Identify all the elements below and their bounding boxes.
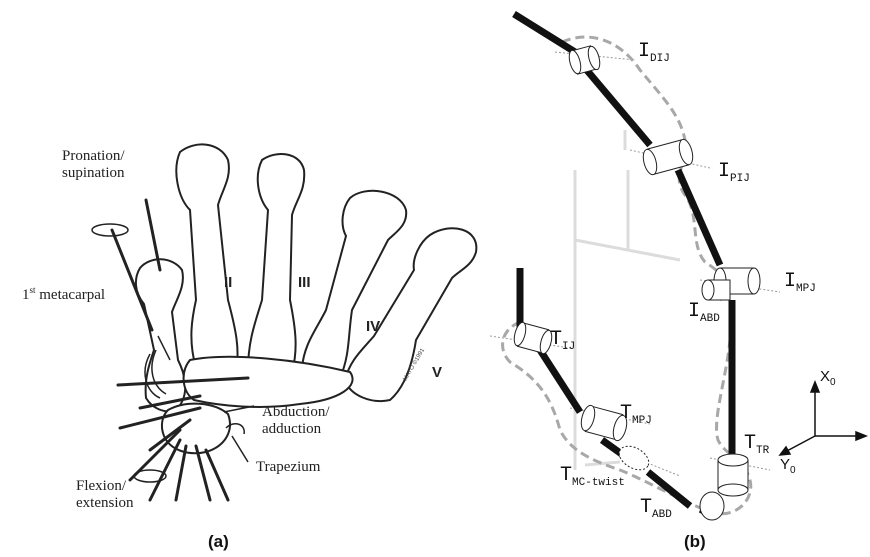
axis-x0-label: X0 [820,368,836,388]
roman-iv: IV [366,318,380,335]
joint-i-abd [702,280,730,300]
roman-iii: III [298,274,311,291]
label-t-mc-twist: TMC-twist [560,464,625,489]
first-metacarpal [136,259,185,411]
metacarpal-iii [248,154,304,377]
label-t-ij: TIJ [550,328,575,353]
joint-t-abd [700,492,724,520]
axis-y0-label: Y0 [780,456,796,476]
label-t-mpj: TMPJ [620,402,652,427]
caption-b: (b) [684,532,706,552]
kinematic-links [514,14,732,514]
flexion-extension-label: Flexion/ extension [76,478,134,512]
label-i-abd: IABD [688,300,720,325]
tendon-curve [503,37,751,514]
label-i-pij: IPIJ [718,160,750,185]
label-i-dij: IDIJ [638,40,670,65]
caption-a: (a) [208,532,229,552]
label-t-tr: TTR [744,432,769,457]
label-i-mpj: IMPJ [784,270,816,295]
abduction-adduction-label: Abduction/ adduction [262,404,330,438]
joint-t-ij [512,321,554,355]
roman-v: V [432,364,442,381]
pronation-supination-label: Pronation/ supination [62,148,125,182]
panel-b-kinematic-model: IDIJ IPIJ IMPJ IABD TIJ TMPJ TTR TMC-twi… [480,0,870,557]
coordinate-frame [780,382,866,455]
panel-a-anatomy: Pronation/ supination 1st metacarpal Abd… [0,0,480,557]
first-metacarpal-label: 1st metacarpal [22,282,105,304]
label-t-abd: TABD [640,496,672,521]
trapezium-label: Trapezium [256,459,320,476]
joint-t-tr [718,454,748,496]
roman-ii: II [224,274,232,291]
hand-bones-drawing [0,0,480,557]
metacarpal-ii [176,144,237,375]
